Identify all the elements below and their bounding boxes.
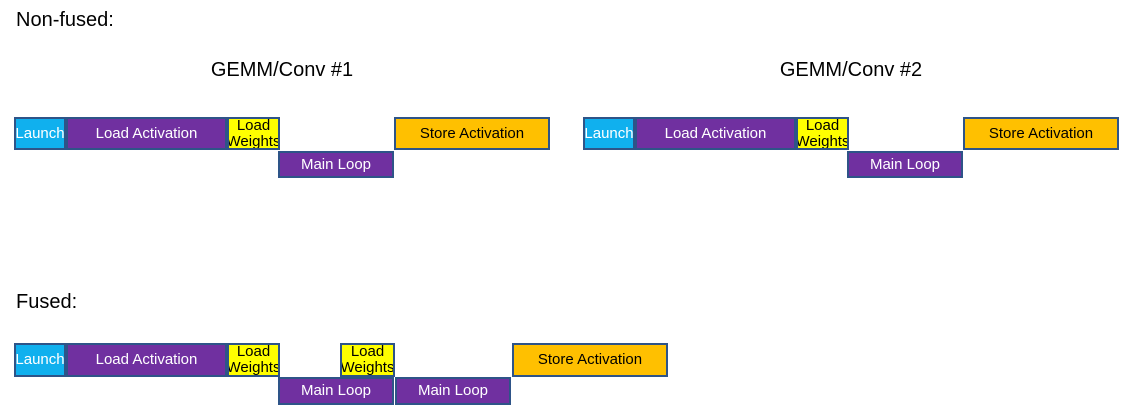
block-load-activation: Load Activation [66,117,227,150]
gemm-conv-1-title: GEMM/Conv #1 [210,59,354,81]
block-main-loop: Main Loop [278,377,394,405]
block-load-activation: Load Activation [635,117,796,150]
block-load-weights: Load Weights [227,117,280,150]
block-store-activation: Store Activation [394,117,550,150]
block-load-weights: Load Weights [796,117,849,150]
block-main-loop: Main Loop [278,151,394,178]
non-fused-section-label: Non-fused: [16,9,114,31]
block-main-loop: Main Loop [395,377,511,405]
block-launch: Launch [14,343,66,377]
block-launch: Launch [14,117,66,150]
gemm-conv-2-title: GEMM/Conv #2 [779,59,923,81]
block-load-activation: Load Activation [66,343,227,377]
block-store-activation: Store Activation [963,117,1119,150]
block-load-weights: Load Weights [340,343,395,377]
fused-section-label: Fused: [16,291,78,313]
block-load-weights: Load Weights [227,343,280,377]
block-launch: Launch [583,117,635,150]
block-store-activation: Store Activation [512,343,668,377]
block-main-loop: Main Loop [847,151,963,178]
